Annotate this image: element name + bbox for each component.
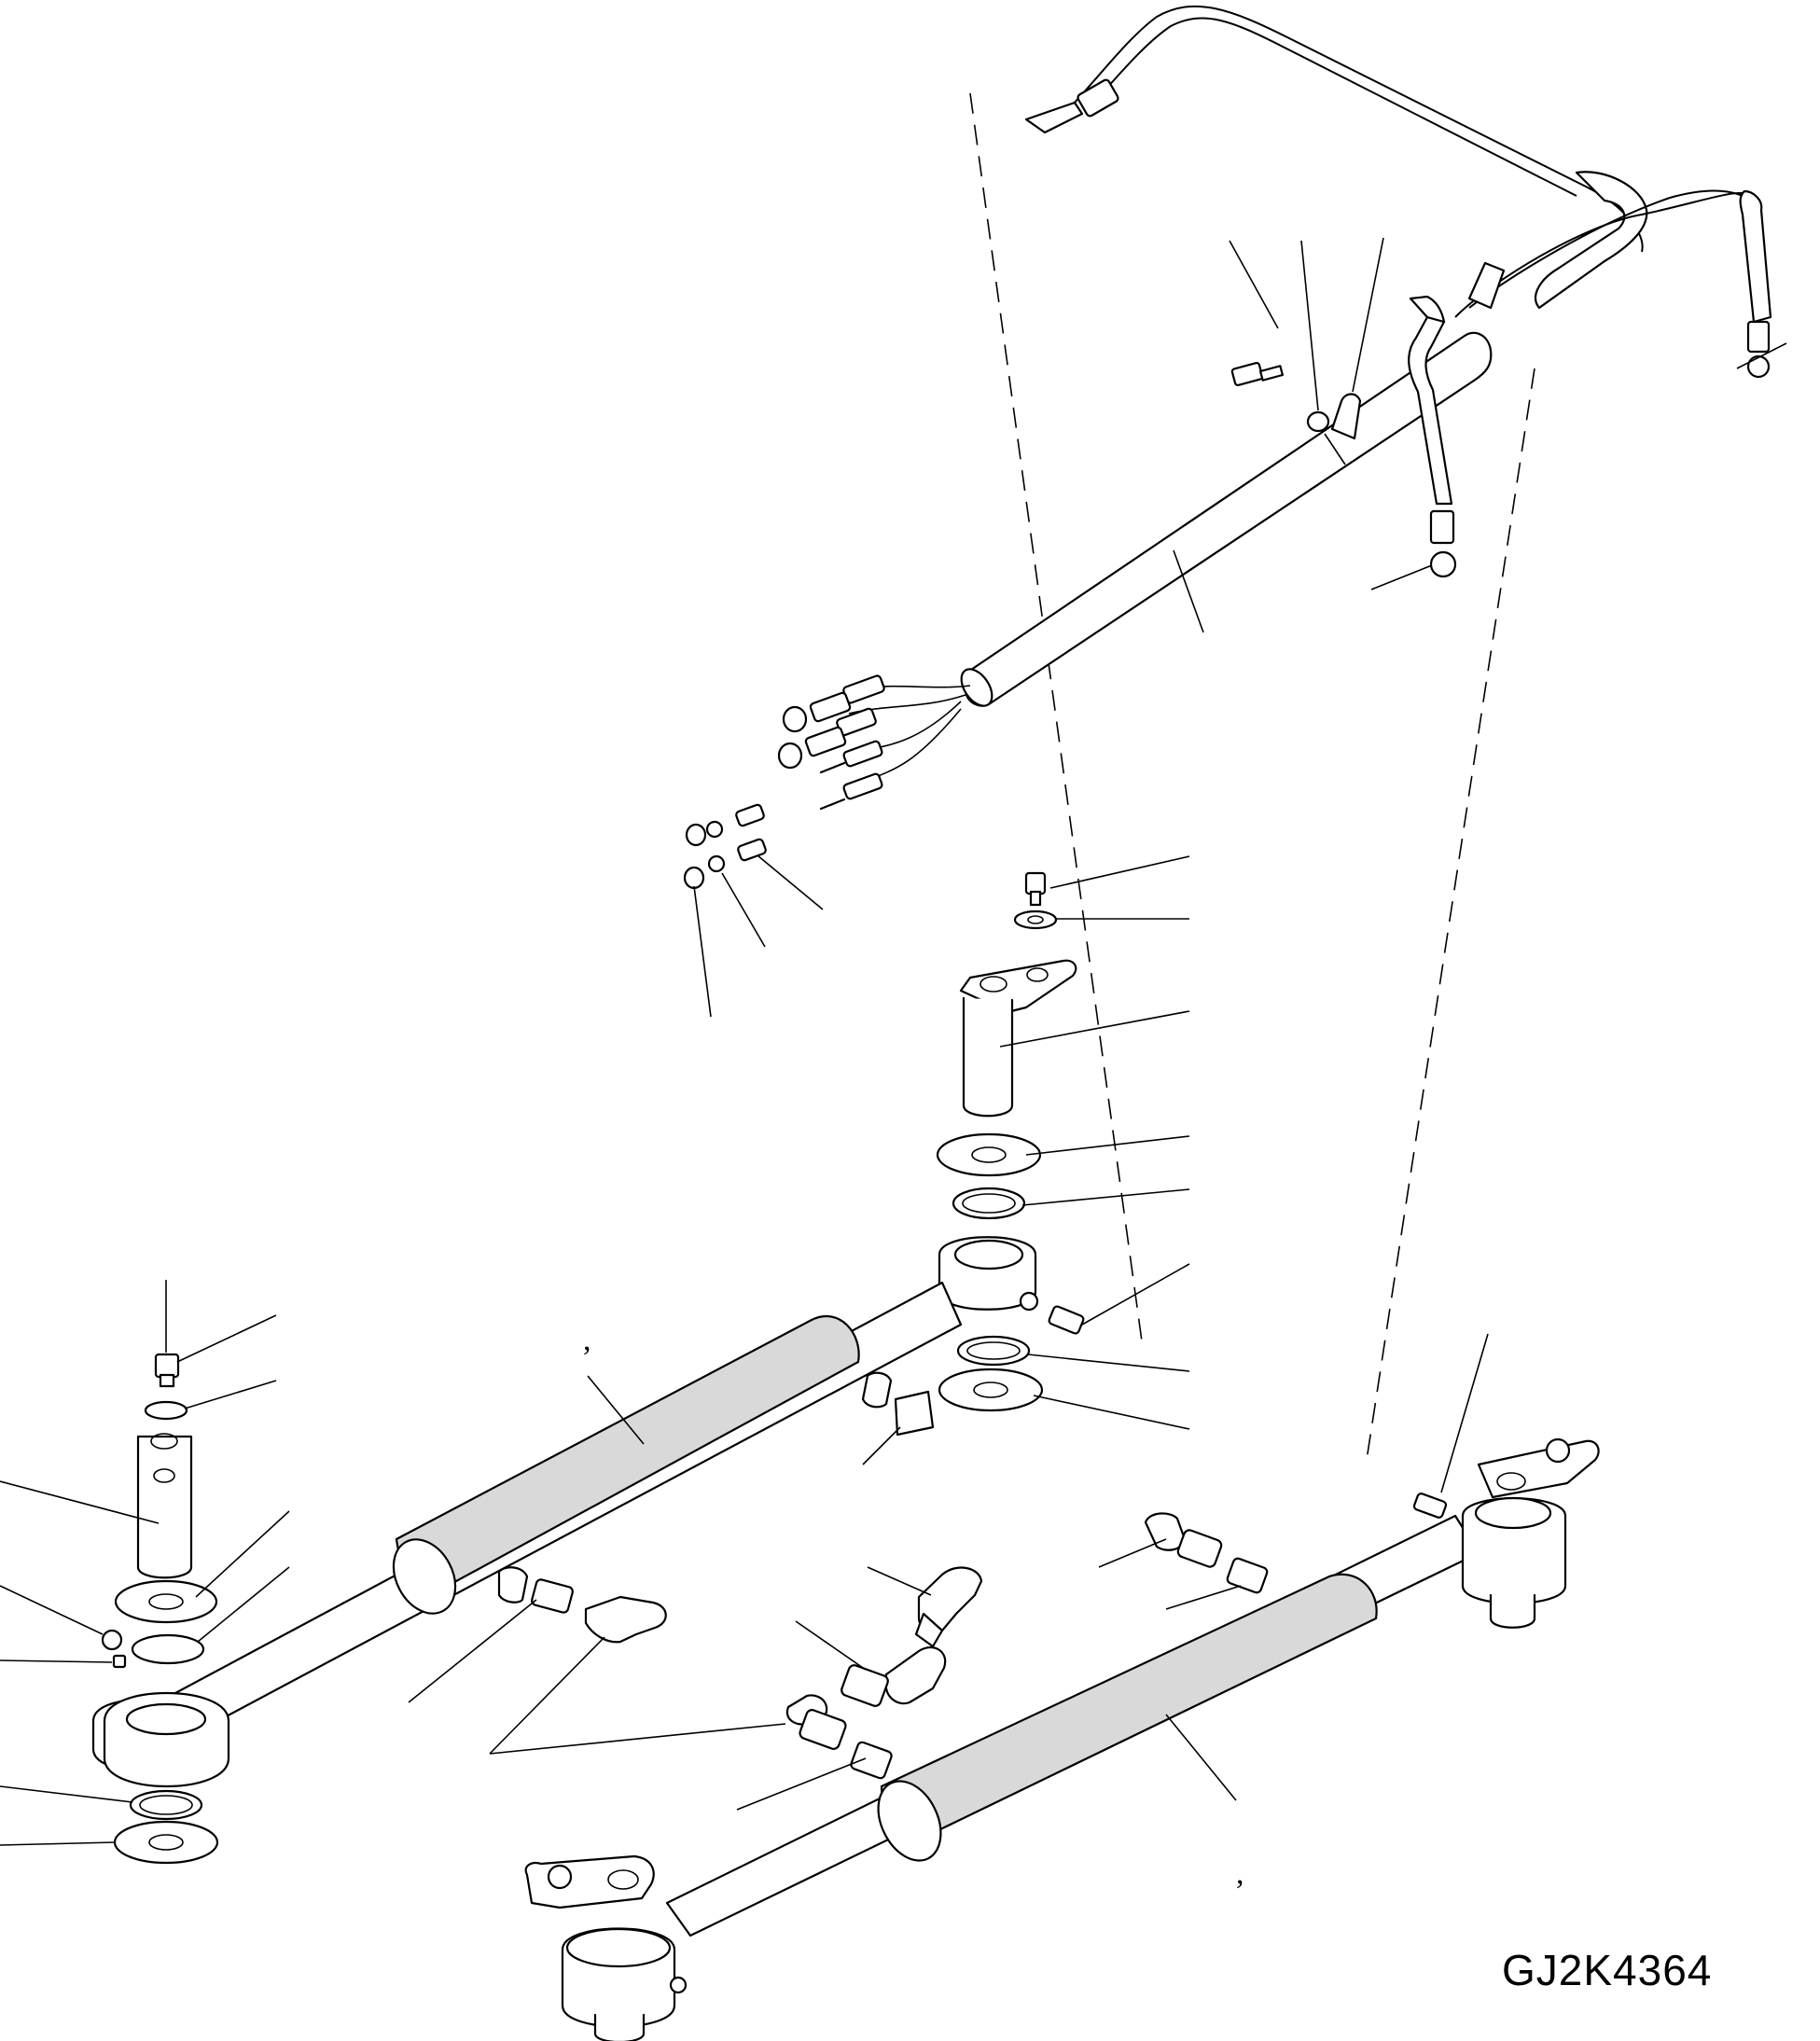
upper-clamp-hardware: [1229, 237, 1384, 440]
apostrophe-mark-right: ,: [1236, 1856, 1244, 1891]
right-lower-end: [524, 1854, 688, 2041]
center-fittings: [736, 1566, 983, 1811]
upper-hose-loop: [1024, 5, 1787, 379]
left-end-assembly: [0, 1280, 290, 1865]
left-steering-cylinder: [91, 1281, 963, 1771]
figure-code: GJ2K4364: [1502, 1946, 1713, 1994]
upper-cylinder: [960, 331, 1493, 707]
right-steering-cylinder: [665, 1512, 1480, 1937]
upper-fittings-cluster: [683, 674, 971, 1018]
right-return-hose: [1370, 295, 1457, 590]
left-cylinder-fittings: [408, 1566, 786, 1755]
projection-lines: [969, 92, 1535, 1461]
center-pin-assembly: [936, 855, 1190, 1430]
apostrophe-mark-left: ,: [583, 1323, 591, 1357]
right-end-assembly: [1412, 1333, 1600, 1629]
